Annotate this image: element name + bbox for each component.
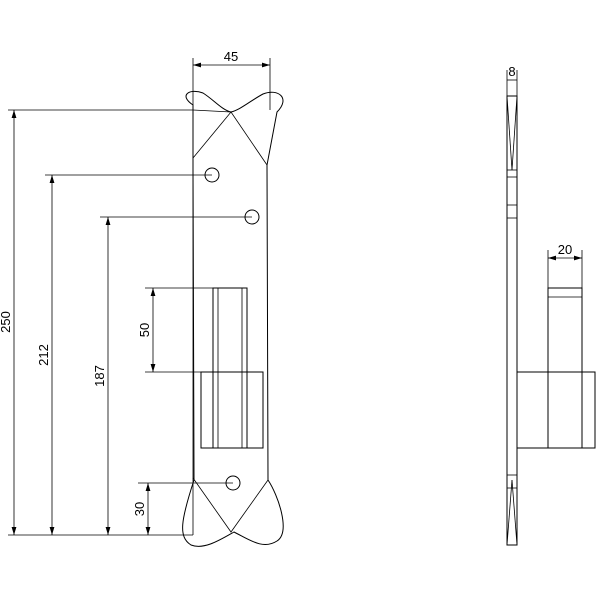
side-bevel-top	[506, 95, 513, 171]
side-bevel-top	[511, 95, 518, 171]
dim-text-hole-upper: 212	[36, 344, 51, 366]
dim-text-hole-middle: 187	[92, 365, 107, 387]
side-view: 8 20	[506, 64, 596, 546]
front-view: 45 250 212 187 50 30	[0, 49, 284, 547]
dim-text-thickness: 8	[508, 64, 515, 79]
top-v-line	[192, 111, 268, 166]
dim-text-depth: 20	[558, 242, 572, 257]
bottom-v-line	[192, 477, 269, 533]
side-strike-box	[516, 371, 596, 449]
strike-plate-outline	[182, 90, 284, 547]
side-bevel-bottom	[506, 479, 513, 546]
dim-text-total-height: 250	[0, 311, 13, 333]
dim-text-slot: 50	[137, 323, 152, 337]
side-bevel-bottom	[511, 479, 518, 546]
side-strike-slot	[547, 287, 583, 449]
dim-text-width: 45	[224, 49, 238, 64]
strike-box	[200, 371, 264, 449]
dim-text-hole-lower: 30	[132, 502, 147, 516]
side-plate	[506, 95, 518, 546]
top-bevel-line	[192, 109, 232, 113]
